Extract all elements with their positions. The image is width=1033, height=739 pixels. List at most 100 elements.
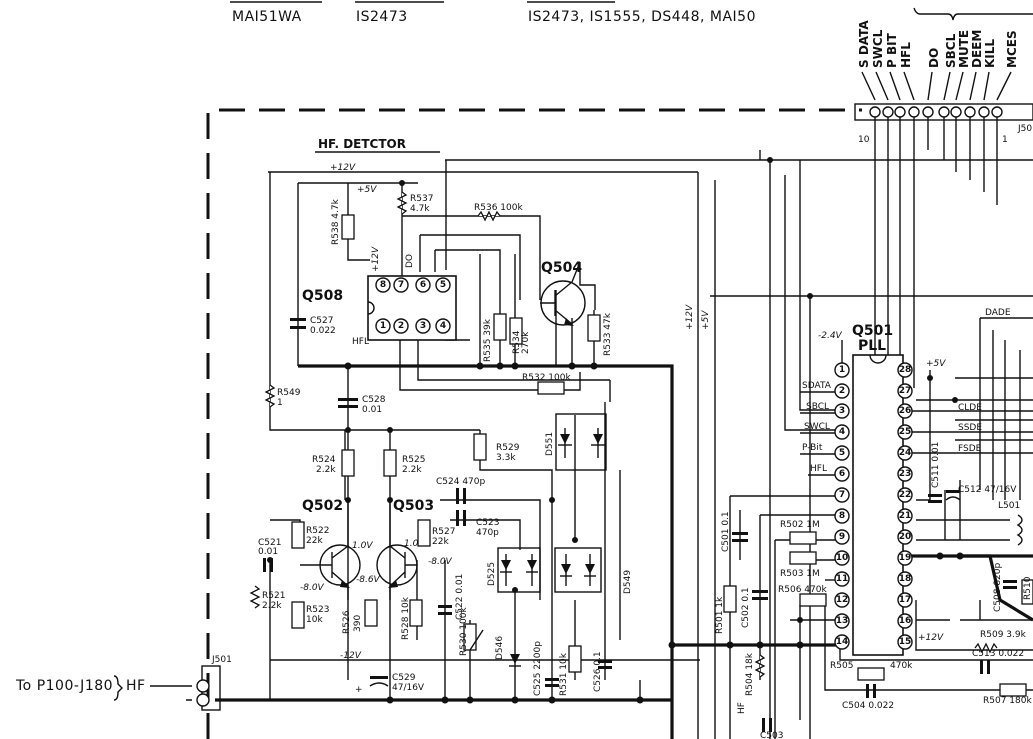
components-hf: R537 4.7k R538 4.7k R536 100k C527 0.022… [264, 191, 613, 415]
transistor-q504: Q504 [540, 260, 586, 326]
component-ref: R526 [342, 610, 352, 634]
transistor-ref: Q503 [393, 498, 434, 514]
transistor-ref: Q502 [302, 498, 343, 514]
component-label: R536 100k [474, 203, 523, 213]
component-label: C522 0.01 [455, 574, 465, 620]
component-label: C524 470p [436, 477, 486, 487]
component-value: 22k [306, 536, 323, 546]
voltage-label: -12V [340, 651, 362, 661]
component-label: D551 [545, 432, 555, 456]
ic-pin-number: 10 [836, 553, 849, 563]
component-label: C513 0.022 [972, 649, 1024, 659]
resistor-r524: R524 2.2k [312, 449, 355, 477]
component-value: 22k [432, 537, 449, 547]
header-replacement: IS2473 [356, 9, 408, 25]
component-label: D549 [623, 570, 633, 594]
resistor-r529: R529 3.3k [473, 433, 520, 463]
capacitor-c527 [290, 318, 306, 329]
component-label: D546 [495, 636, 505, 660]
q501-right-pins: 28 27 26 25 24 23 22 21 20 19 18 17 16 1… [897, 362, 913, 650]
component-ref: C527 [310, 316, 333, 326]
signal-label: SWCL [871, 29, 885, 68]
component-label: C504 0.022 [842, 701, 894, 711]
capacitor-c504 [866, 684, 876, 698]
connector-j501: J501 To P100-J180 HF [15, 655, 232, 711]
input-signal: HF [126, 678, 146, 694]
transistor-q502: Q502 [300, 498, 361, 600]
ic-q508: 8 7 6 5 1 2 3 4 Q508 DO HFL [302, 254, 457, 347]
component-value: 2.2k [316, 465, 336, 475]
pin-label: HFL [810, 464, 827, 474]
component-value: 47/16V [392, 683, 425, 693]
signal-label: SBCL [944, 33, 958, 68]
component-value: 470p [476, 528, 499, 538]
pin-label: DO [405, 254, 415, 268]
shield-boundary [206, 108, 862, 739]
pin-label: SBCL [806, 402, 829, 412]
component-label: C526 0.1 [593, 651, 603, 692]
ic-pin-number: 4 [440, 321, 446, 331]
signal-label: P BIT [885, 32, 899, 68]
component-label: C511 0.01 [931, 442, 941, 488]
ic-pin-number: 5 [839, 448, 845, 458]
ic-pin-number: 21 [899, 511, 912, 521]
components-lower-left: R522 22k R527 22k C521 0.01 R521 2.2k R5… [249, 519, 484, 656]
pin-label: P-Bit [802, 443, 823, 453]
component-label: R510 [1023, 576, 1033, 600]
component-ref: C521 [258, 538, 281, 548]
component-label: L501 [998, 501, 1020, 511]
component-label: R533 47k [603, 312, 613, 356]
component-label: R531 10k [559, 652, 569, 696]
input-destination: To P100-J180 [15, 678, 113, 694]
pin-label: SWCL [804, 422, 830, 432]
ic-pin-number: 27 [899, 386, 912, 396]
ic-pin-number: 6 [420, 280, 426, 290]
capacitor-c528 [338, 398, 358, 408]
ic-pin-number: 15 [899, 637, 912, 647]
capacitor-c521 [263, 558, 273, 572]
component-ref: R529 [496, 443, 520, 453]
component-ref: R549 [277, 388, 301, 398]
component-ref: C523 [476, 518, 499, 528]
component-ref: R525 [402, 455, 425, 465]
ic-pin-number: 28 [899, 365, 912, 375]
pin-label: CLDE [958, 403, 982, 413]
ic-pin-number: 9 [839, 532, 845, 542]
component-label: R507 180k [983, 696, 1032, 706]
component-value: 0.022 [310, 326, 336, 336]
ic-q501: Q501 PLL 1 2 3 4 5 6 7 8 9 10 11 12 13 1… [800, 308, 1033, 656]
component-label: R502 1M [780, 520, 820, 530]
ic-pin-number: 23 [899, 469, 912, 479]
ic-pin-number: 7 [839, 490, 845, 500]
voltage-label: -8.6V [356, 575, 381, 585]
ic-pin-number: 20 [899, 532, 912, 542]
component-value: 0.01 [362, 405, 382, 415]
component-label: R504 18k [745, 652, 755, 696]
capacitor-c523: C523 470p [456, 510, 499, 538]
component-value: 2.2k [402, 465, 422, 475]
capacitor-c502 [752, 590, 768, 600]
transistor-ref: Q504 [541, 260, 582, 276]
diode-d551: D551 [545, 413, 607, 471]
component-label: R528 10k [401, 596, 411, 640]
transistor-q503: Q503 [376, 498, 434, 600]
pin-label: SDATA [802, 381, 832, 391]
ic-pin-number: 3 [839, 406, 845, 416]
voltage-label: 1.0V [352, 541, 373, 551]
voltage-label: 1.0V [404, 539, 425, 549]
ic-pin-number: 24 [899, 448, 912, 458]
header-table: MAI51WA IS2473 IS2473, IS1555, DS448, MA… [230, 1, 755, 25]
capacitor-c522 [438, 605, 452, 615]
capacitor-c503 [762, 718, 772, 732]
capacitor-c525 [545, 678, 559, 687]
capacitor-c512 [945, 490, 961, 501]
connector-name: J50 [1017, 124, 1032, 134]
voltage-label: +5V [701, 310, 711, 330]
component-ref: R534 [512, 330, 522, 354]
signal-label: S DATA [857, 20, 871, 68]
ic-pin-number: 3 [420, 321, 426, 331]
component-value: 270k [521, 331, 531, 354]
diode-d525: D525 [487, 547, 541, 593]
ic-pin-number: 8 [380, 280, 386, 290]
